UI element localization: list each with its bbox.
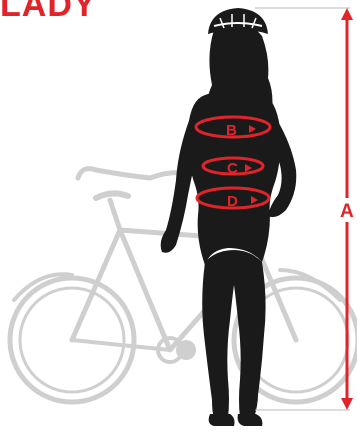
label-d: D xyxy=(227,193,238,210)
label-a: A xyxy=(340,201,354,222)
woman-silhouette xyxy=(161,22,297,426)
heading-title: LADY xyxy=(0,0,97,22)
label-b: B xyxy=(226,122,237,139)
height-measure-a xyxy=(255,8,353,410)
label-c: C xyxy=(227,160,238,177)
